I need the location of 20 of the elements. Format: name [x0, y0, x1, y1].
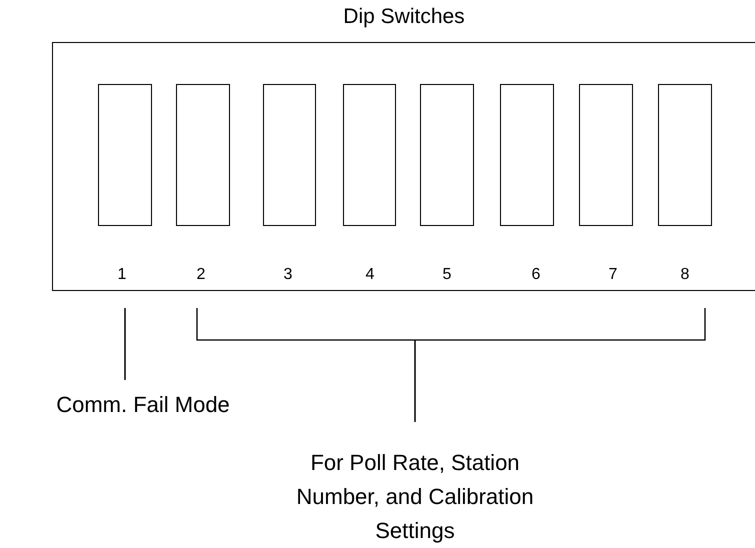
switch-number: 2	[196, 266, 206, 284]
switch-number: 4	[366, 266, 374, 284]
dip-switch	[420, 84, 474, 226]
bracket	[196, 308, 706, 341]
switch-number: 6	[532, 266, 540, 284]
dip-switch	[658, 84, 712, 226]
leader-line	[124, 308, 126, 380]
switch-number: 8	[680, 266, 690, 284]
dip-switch	[98, 84, 152, 226]
dip-switch	[500, 84, 554, 226]
dip-switch	[263, 84, 316, 226]
dip-switch	[176, 84, 230, 226]
dip-switch	[343, 84, 396, 226]
switch-number: 7	[608, 266, 618, 284]
leader-line	[414, 340, 416, 422]
switch-number: 3	[284, 266, 292, 284]
switch-number: 5	[442, 266, 452, 284]
panel-title: Dip Switches	[342, 5, 466, 29]
dip-switch	[579, 84, 633, 226]
switch-number: 1	[118, 266, 126, 284]
